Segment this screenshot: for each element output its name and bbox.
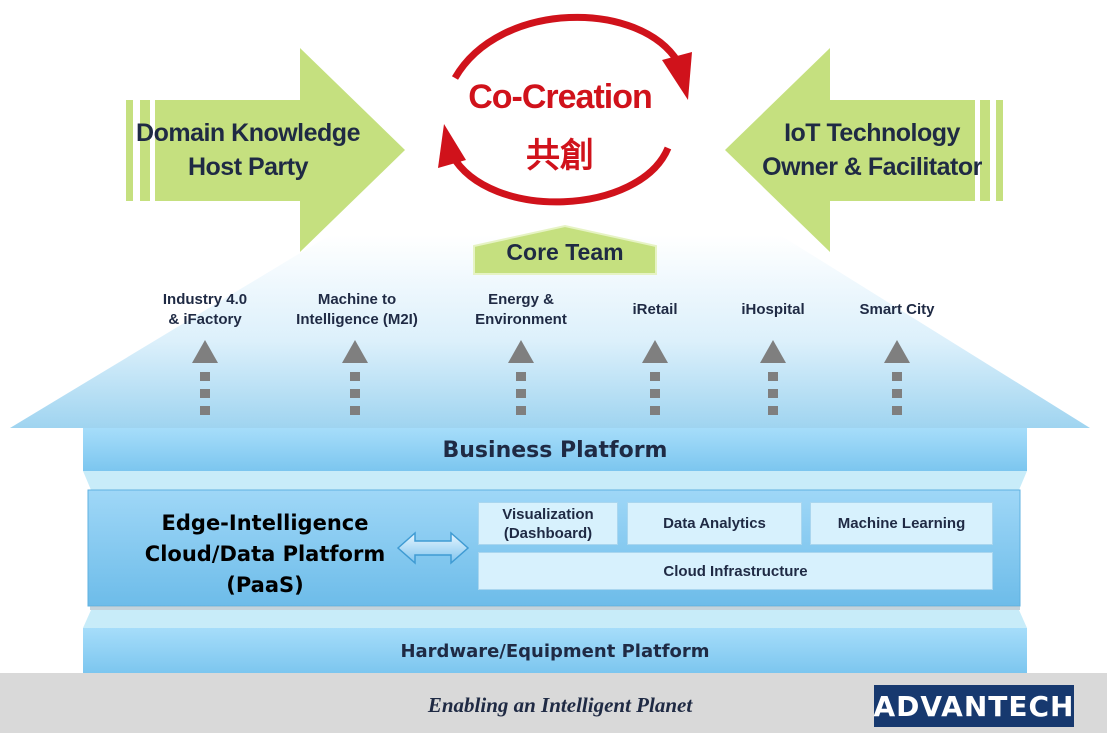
machine-learning-module: Machine Learning bbox=[810, 502, 993, 545]
core-team-shape bbox=[473, 224, 657, 275]
application-line1: iRetail bbox=[632, 301, 678, 318]
pyramid-glow bbox=[10, 235, 1090, 428]
left-arrow-label: Domain Knowledge Host Party bbox=[128, 116, 368, 184]
up-arrows bbox=[192, 340, 910, 415]
left-arrow-line1: Domain Knowledge bbox=[136, 119, 360, 147]
co-creation-title: Co-Creation bbox=[468, 78, 653, 116]
right-arrow-label: IoT Technology Owner & Facilitator bbox=[752, 116, 992, 184]
right-arrow-shape bbox=[725, 48, 1003, 252]
edge-platform-line2: Cloud/Data Platform bbox=[144, 542, 386, 566]
application-line1: Machine to bbox=[317, 291, 397, 308]
application-label: Industry 4.0 & iFactory bbox=[130, 290, 280, 330]
right-arrow-line1: IoT Technology bbox=[784, 119, 960, 147]
co-creation-subtitle: 共創 bbox=[526, 136, 594, 176]
application-line1: iHospital bbox=[741, 301, 805, 318]
footer-slogan: Enabling an Intelligent Planet bbox=[427, 693, 693, 717]
cycle-arrowhead-right bbox=[662, 52, 692, 100]
double-arrow bbox=[396, 531, 470, 565]
application-line2: Intelligence (M2I) bbox=[296, 311, 418, 328]
application-label: Machine to Intelligence (M2I) bbox=[272, 290, 442, 330]
advantech-logo: ADVANTECH bbox=[874, 685, 1074, 727]
application-label: iHospital bbox=[713, 300, 833, 320]
visualization-line1: Visualization bbox=[502, 505, 594, 523]
business-platform-bar bbox=[83, 428, 1027, 471]
core-team-label: Core Team bbox=[506, 239, 624, 265]
business-platform-label: Business Platform bbox=[442, 438, 668, 463]
hardware-platform-label: Hardware/Equipment Platform bbox=[400, 641, 710, 662]
data-analytics-module: Data Analytics bbox=[627, 502, 802, 545]
edge-platform-line3: (PaaS) bbox=[226, 573, 304, 597]
application-line1: Industry 4.0 bbox=[162, 291, 248, 308]
cloud-infrastructure-module: Cloud Infrastructure bbox=[478, 552, 993, 590]
visualization-line2: (Dashboard) bbox=[503, 524, 593, 542]
application-line1: Energy & bbox=[488, 291, 554, 308]
application-line1: Smart City bbox=[859, 301, 935, 318]
right-arrow-line2: Owner & Facilitator bbox=[762, 153, 982, 181]
hardware-platform-bar bbox=[83, 628, 1027, 673]
application-line2: Environment bbox=[475, 311, 567, 328]
left-arrow-shape bbox=[126, 48, 405, 252]
cycle-arrowhead-left bbox=[438, 124, 466, 168]
application-label: iRetail bbox=[595, 300, 715, 320]
left-arrow-line2: Host Party bbox=[187, 153, 309, 181]
edge-platform-line1: Edge-Intelligence bbox=[161, 511, 369, 535]
cycle-arrows bbox=[448, 13, 681, 206]
edge-platform-title: Edge-Intelligence Cloud/Data Platform (P… bbox=[120, 508, 410, 601]
visualization-module: Visualization (Dashboard) bbox=[478, 502, 618, 545]
application-label: Energy & Environment bbox=[446, 290, 596, 330]
application-line2: & iFactory bbox=[168, 311, 242, 328]
application-label: Smart City bbox=[832, 300, 962, 320]
